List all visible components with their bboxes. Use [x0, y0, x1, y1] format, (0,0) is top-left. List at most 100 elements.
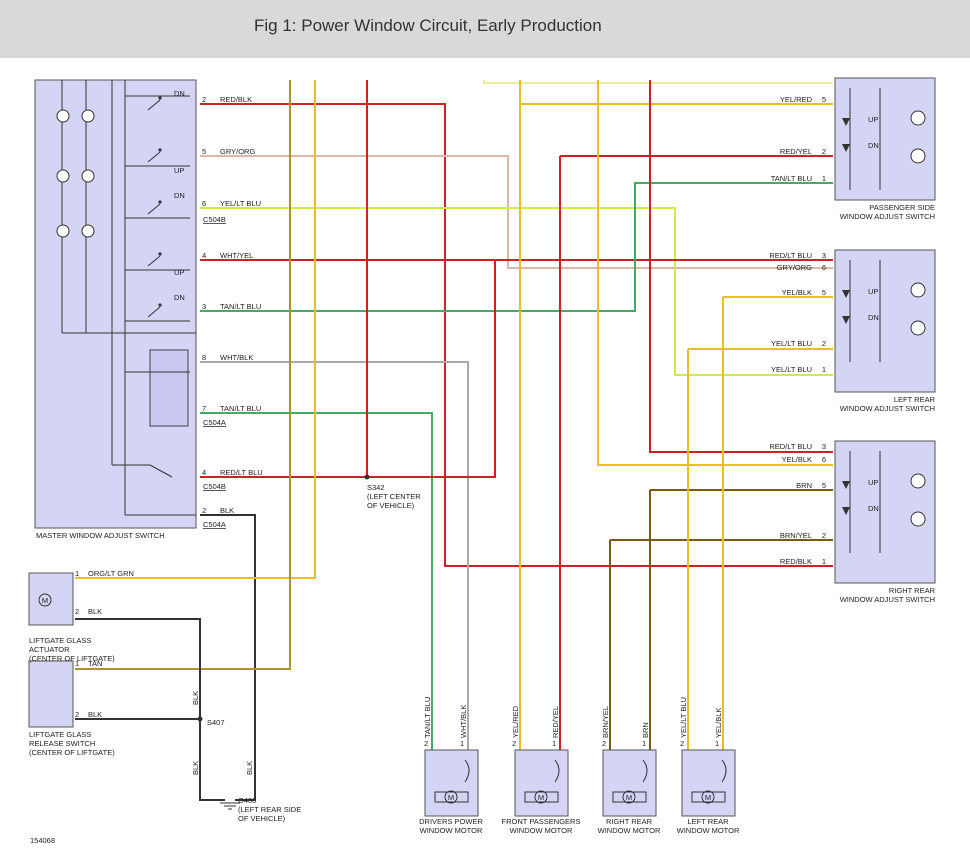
drivers-motor-circle	[444, 790, 458, 804]
motor-pin-b: 1	[460, 739, 464, 748]
front-pass-motor-box	[514, 749, 569, 817]
master-lamp-b-1	[81, 109, 95, 123]
right-rear-pin-number: 1	[822, 557, 826, 566]
right-rear-motor-frame	[612, 791, 647, 803]
left-rear-pin-number: 5	[822, 288, 826, 297]
wires	[75, 80, 833, 801]
sw-diode-2-lr	[842, 316, 850, 324]
passenger-pin-label: RED/YEL	[780, 147, 812, 156]
master-up-label: UP	[174, 268, 184, 277]
drivers-motor-arc	[464, 759, 470, 783]
motor-pin-a: 2	[424, 739, 428, 748]
master-pin-number: 3	[202, 302, 206, 311]
figure-id: 154068	[30, 836, 55, 845]
left-rear-up-label: UP	[868, 287, 878, 296]
passenger-dn-label: DN	[868, 141, 879, 150]
liftgate-pin-label: TAN	[88, 659, 102, 668]
right-rear-motor-arc	[642, 759, 648, 783]
motor-name: DRIVERS POWER	[419, 817, 483, 826]
motor-wire-label-a: YEL/RED	[511, 705, 520, 738]
master-switch-name: MASTER WINDOW ADJUST SWITCH	[36, 531, 165, 540]
master-lamp-b-2	[81, 169, 95, 183]
master-lamp-b-3	[81, 224, 95, 238]
master-pin-number: 2	[202, 506, 206, 515]
wire-wht-blk	[200, 361, 469, 750]
left-rear-motor-box	[681, 749, 736, 817]
wire-gry-org	[200, 155, 833, 269]
master-contact-dot-b	[158, 148, 162, 152]
release-switch-name: (CENTER OF LIFTGATE)	[29, 748, 115, 757]
right-rear-motor-box	[602, 749, 657, 817]
liftgate-pin-label: ORG/LT GRN	[88, 569, 134, 578]
right-rear-pin-number: 2	[822, 531, 826, 540]
master-pin-label: YEL/LT BLU	[220, 199, 261, 208]
g400-label: G400	[238, 796, 256, 805]
passenger-up-label: UP	[868, 115, 878, 124]
master-pin-label: WHT/YEL	[220, 251, 253, 260]
motor-wire-label-b: YEL/BLK	[714, 708, 723, 738]
wire-tan	[75, 80, 291, 670]
passenger-switch-name-2: WINDOW ADJUST SWITCH	[840, 212, 935, 221]
master-pin-label: BLK	[220, 506, 234, 515]
sw-lamp-1-ps	[910, 110, 926, 126]
passenger-pin-number: 5	[822, 95, 826, 104]
sw-lamp-2-lr	[910, 320, 926, 336]
motor-pin-a: 2	[680, 739, 684, 748]
master-pin-label: WHT/BLK	[220, 353, 253, 362]
left-rear-pin-label: YEL/LT BLU	[771, 339, 812, 348]
actuator-motor-circle	[38, 593, 52, 607]
left-rear-pin-label: GRY/ORG	[777, 263, 812, 272]
master-pin-label: TAN/LT BLU	[220, 404, 261, 413]
sw-diode-1-rr	[842, 481, 850, 489]
motor-wire-label-b: WHT/BLK	[459, 705, 468, 738]
right-rear-pin-number: 5	[822, 481, 826, 490]
liftgate-pin-label: BLK	[88, 607, 102, 616]
master-contact-dot-d	[158, 252, 162, 256]
s342-label: (LEFT CENTER	[367, 492, 421, 501]
sw-diode-2-ps	[842, 144, 850, 152]
master-pin-label: GRY/ORG	[220, 147, 255, 156]
s342-splice-dot	[364, 474, 370, 480]
wire-blk-actuator	[75, 618, 225, 801]
g400-label: (LEFT REAR SIDE	[238, 805, 301, 814]
figure-title: Fig 1: Power Window Circuit, Early Produ…	[254, 16, 602, 35]
wire-red-blk	[200, 103, 833, 567]
master-contact-dot-c	[158, 200, 162, 204]
wire-red-ltblu	[200, 260, 496, 478]
right-rear-pin-label: BRN/YEL	[780, 531, 812, 540]
master-pin-number: 8	[202, 353, 206, 362]
master-pin-label: TAN/LT BLU	[220, 302, 261, 311]
liftgate-pin-number: 2	[75, 607, 79, 616]
liftgate-pin-number: 1	[75, 569, 79, 578]
motor-pin-a: 2	[602, 739, 606, 748]
master-lamp-a-1	[56, 109, 70, 123]
right-rear-switch-name-2: WINDOW ADJUST SWITCH	[840, 595, 935, 604]
actuator-name: LIFTGATE GLASS	[29, 636, 91, 645]
left-rear-pin-number: 1	[822, 365, 826, 374]
left-rear-switch-name-2: WINDOW ADJUST SWITCH	[840, 404, 935, 413]
front-pass-motor-frame	[524, 791, 559, 803]
right-rear-pin-label: RED/LT BLU	[769, 442, 812, 451]
g400-label: OF VEHICLE)	[238, 814, 286, 823]
passenger-pin-label: TAN/LT BLU	[771, 174, 812, 183]
master-up-label: UP	[174, 166, 184, 175]
motor-pin-b: 1	[642, 739, 646, 748]
liftgate-pin-number: 1	[75, 659, 79, 668]
motor-name: WINDOW MOTOR	[420, 826, 483, 835]
s342-label: OF VEHICLE)	[367, 501, 415, 510]
left-rear-pin-number: 6	[822, 263, 826, 272]
master-contact-b	[147, 151, 161, 163]
motor-wire-label-b: BRN	[641, 722, 650, 738]
release-switch-name: LIFTGATE GLASS	[29, 730, 91, 739]
motor-glyph: M	[705, 793, 711, 802]
master-relay-block	[149, 349, 189, 427]
master-pin-number: 4	[202, 468, 206, 477]
motor-name: FRONT PASSENGERS	[502, 817, 581, 826]
ground-wire-label: BLK	[191, 761, 200, 775]
left-rear-pin-number: 3	[822, 251, 826, 260]
sw-diode-1-lr	[842, 290, 850, 298]
master-dn-label: DN	[174, 191, 185, 200]
motor-glyph: M	[448, 793, 454, 802]
